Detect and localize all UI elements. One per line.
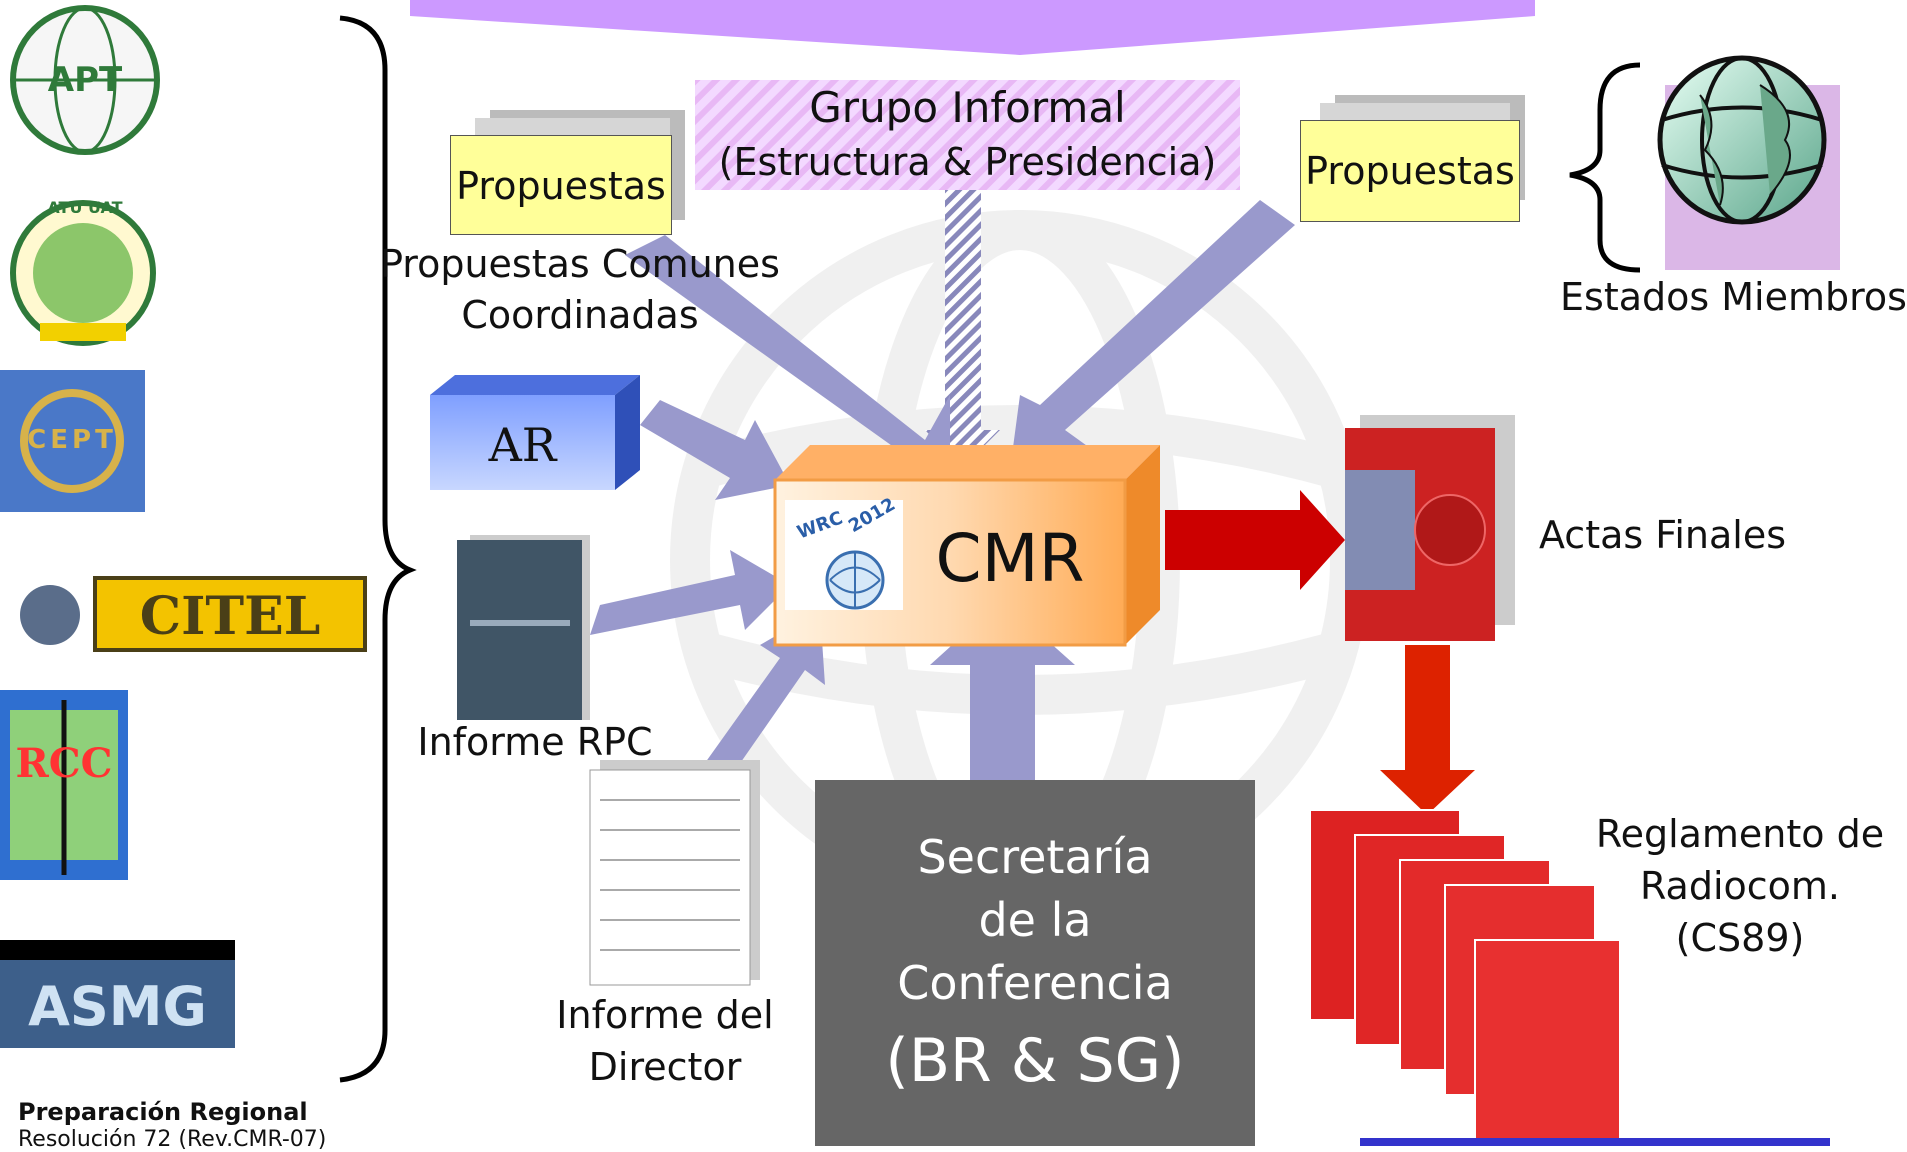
proposals-left-card[interactable]: Propuestas [450, 135, 672, 235]
arrow-director [700, 610, 825, 785]
citel-logo-icon [20, 576, 367, 652]
arrow-regulations [1380, 645, 1475, 815]
arrow-ar [640, 400, 790, 500]
ar-box [430, 395, 615, 490]
regulations-books-icon [1309, 809, 1830, 1146]
informal-group-box [695, 80, 1240, 190]
informal-group-subtitle: (Estructura & Presidencia) [718, 140, 1217, 184]
apt-logo-icon [10, 5, 160, 155]
secretariat-box [815, 780, 1255, 1146]
secretariat-line4: (BR & SG) [885, 1026, 1185, 1096]
regulations-line2: Radiocom. [1639, 864, 1841, 908]
apt-logo-text: APT [47, 60, 123, 100]
arrow-proposals-right [1010, 200, 1295, 470]
final-acts-label: Actas Finales [1538, 513, 1787, 557]
member-states-label: Estados Miembros [1560, 275, 1907, 319]
secretariat-line2: de la [978, 893, 1092, 947]
director-report-document-icon [589, 769, 751, 986]
common-proposals-line1: Propuestas Comunes [380, 242, 780, 286]
director-report-line2: Director [588, 1045, 742, 1089]
rcc-logo-text: RCC [15, 740, 113, 787]
cmr-label: CMR [935, 520, 1085, 597]
atu-logo-text: ATU UAT [47, 198, 123, 217]
rpc-report-cover-icon [457, 540, 582, 720]
globe-icon [1657, 55, 1827, 225]
arrow-final-acts [1165, 490, 1345, 590]
asmg-logo-text: ASMG [28, 975, 207, 1038]
ar-label: AR [488, 418, 557, 472]
proposals-left-label: Propuestas [456, 164, 666, 208]
secretariat-line1: Secretaría [917, 830, 1153, 884]
proposals-right-label: Propuestas [1305, 149, 1515, 193]
regulations-line3: (CS89) [1675, 916, 1805, 960]
cept-logo-text: CEPT [27, 425, 117, 455]
secretariat-line3: Conferencia [897, 956, 1173, 1010]
citel-logo-text: CITEL [139, 586, 321, 647]
director-report-line1: Informe del [556, 993, 774, 1037]
footer-line1: Preparación Regional [18, 1098, 308, 1126]
rcc-logo-icon [0, 690, 128, 880]
regulations-line1: Reglamento de [1595, 812, 1885, 856]
cept-logo-icon [0, 370, 145, 512]
informal-group-title: Grupo Informal [809, 83, 1126, 132]
atu-logo-icon [10, 200, 156, 346]
common-proposals-line2: Coordinadas [461, 293, 699, 337]
arrow-rpc [590, 550, 790, 635]
footer-line2: Resolución 72 (Rev.CMR-07) [18, 1127, 327, 1152]
asmg-logo-icon [0, 940, 235, 1048]
proposals-right-card[interactable]: Propuestas [1300, 120, 1520, 222]
right-brace [1569, 62, 1641, 273]
left-brace [339, 15, 417, 1083]
arrow-proposals-left [625, 235, 950, 470]
rpc-report-label: Informe RPC [417, 720, 653, 764]
top-banner-arrow [410, 0, 1535, 55]
